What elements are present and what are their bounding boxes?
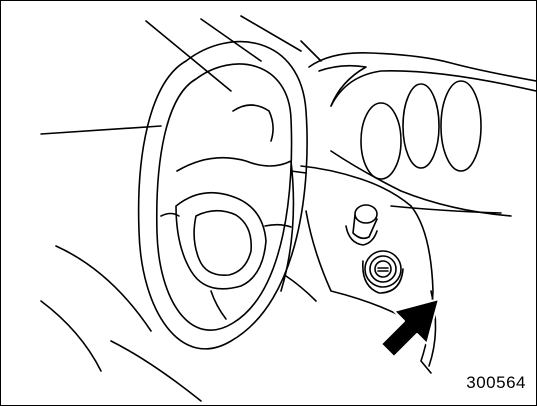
dashboard-top [309, 53, 536, 81]
cluster-housing [331, 71, 536, 106]
door-line-bottom [111, 341, 201, 401]
ignition-inner [375, 261, 391, 277]
wheel-rim-inner [157, 64, 292, 330]
wheel-spoke-lower [211, 291, 226, 319]
figure-code: 300564 [466, 373, 526, 393]
door-line-lower [56, 246, 151, 331]
wheel-upper-bulge [233, 105, 273, 141]
ignition-ring [370, 256, 396, 282]
dashboard-hood [319, 66, 366, 106]
wheel-hub-inner [194, 211, 251, 275]
cluster-lower [331, 151, 511, 216]
windshield-line-3 [241, 16, 301, 51]
column-cover-top [301, 166, 411, 206]
gauge-left [361, 103, 401, 179]
column-shaft-upper [291, 171, 306, 173]
pointer-arrow-icon [381, 299, 439, 357]
floor-line [41, 301, 101, 371]
switch-knob-top [355, 205, 377, 223]
column-cover-right [411, 206, 433, 373]
ignition-slot [378, 268, 388, 271]
wheel-spoke-right [265, 225, 291, 227]
pillar-line [301, 41, 321, 61]
windshield-line-2 [201, 19, 261, 61]
dash-edge [391, 206, 501, 213]
column-shaft-lower [286, 276, 316, 301]
gauge-right [441, 81, 481, 171]
gauge-center [403, 84, 439, 168]
door-line-upper [41, 126, 161, 134]
wheel-spoke-upper [177, 158, 291, 171]
